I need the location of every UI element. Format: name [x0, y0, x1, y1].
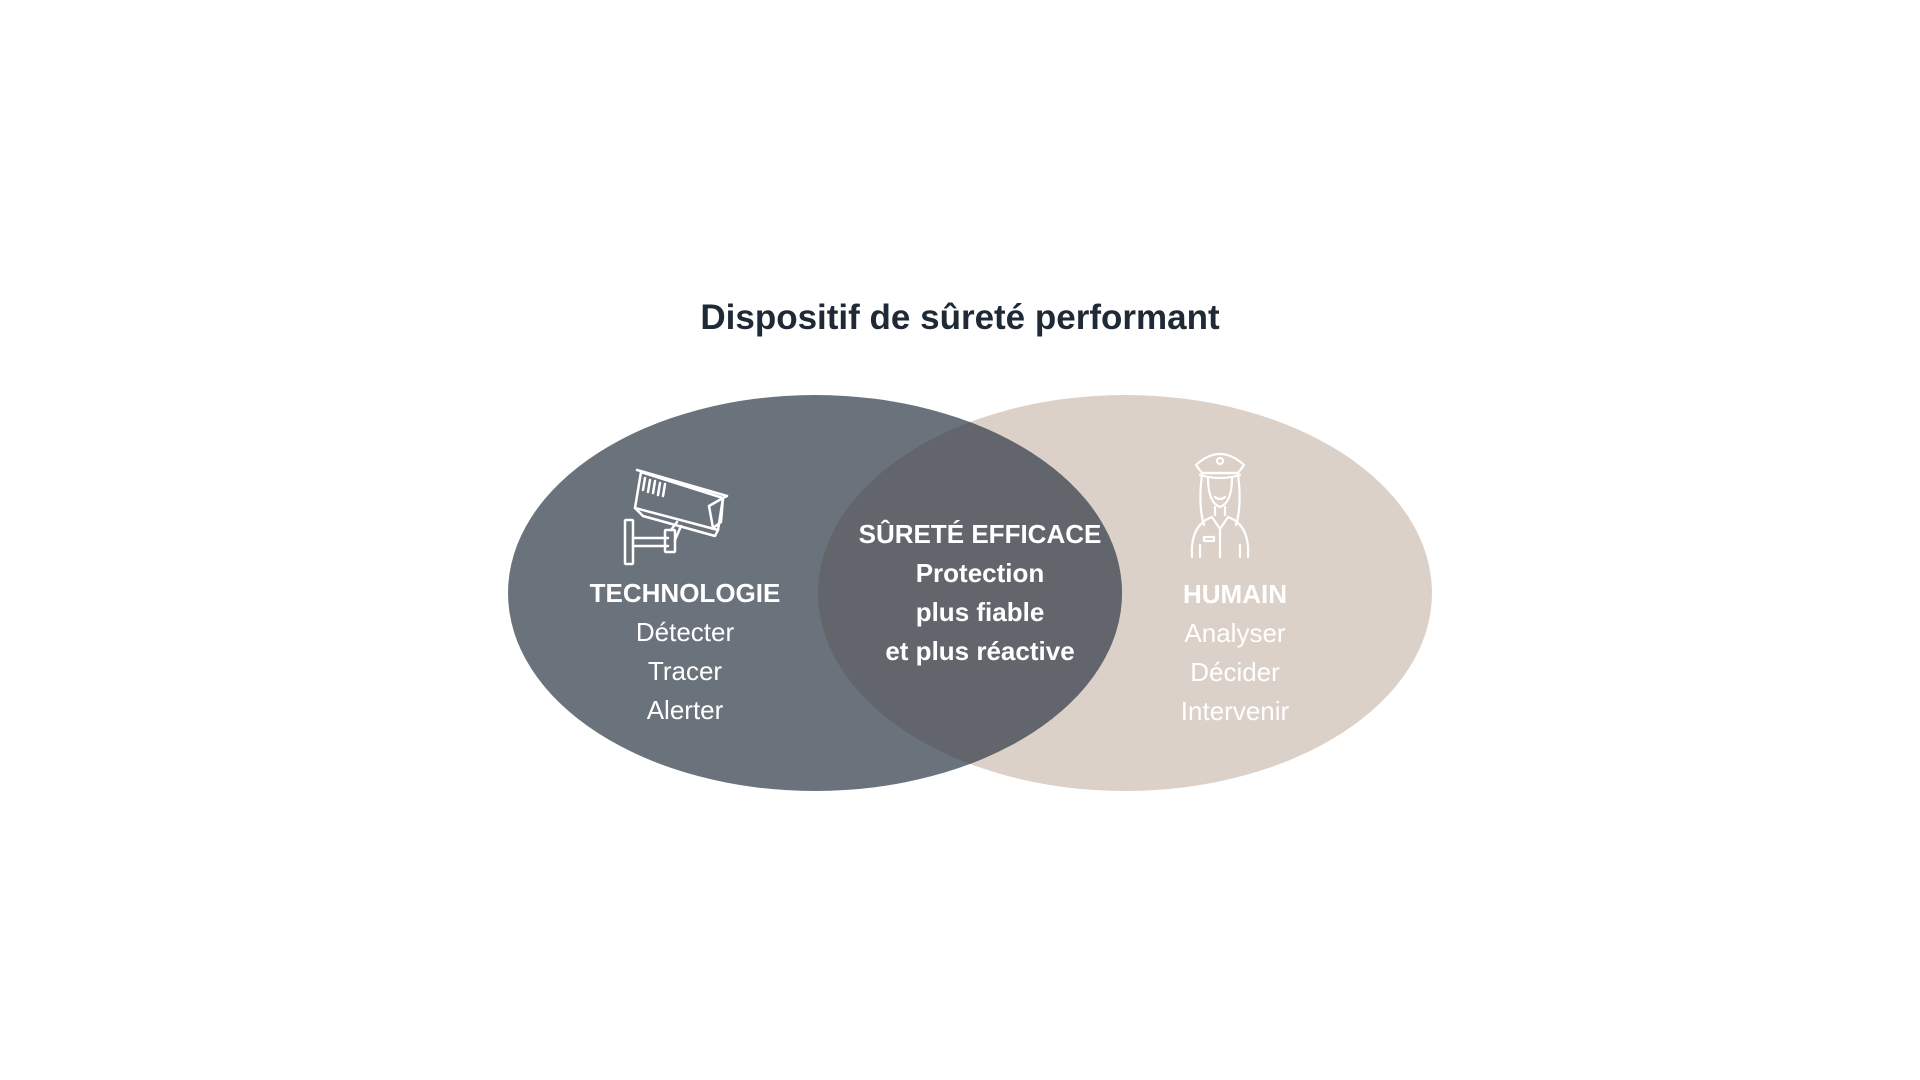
human-label-group: HUMAIN Analyser Décider Intervenir [1110, 575, 1360, 731]
technology-heading: TECHNOLOGIE [589, 578, 781, 608]
human-heading: HUMAIN [1183, 579, 1287, 609]
security-officer-icon [1190, 452, 1250, 559]
overlap-heading: SÛRETÉ EFFICACE [858, 519, 1102, 549]
overlap-line-reliable: plus fiable [915, 597, 1045, 627]
human-item-decide: Décider [1190, 657, 1280, 687]
overlap-area [818, 395, 1122, 791]
overlap-line-protection: Protection [915, 558, 1045, 588]
overlap-line-reactive: et plus réactive [885, 636, 1075, 666]
overlap-label-group: SÛRETÉ EFFICACE Protection plus fiable e… [840, 515, 1120, 671]
human-item-analyze: Analyser [1184, 618, 1286, 648]
technology-item-alert: Alerter [646, 695, 724, 725]
diagram-title: Dispositif de sûreté performant [700, 298, 1220, 337]
technology-label-group: TECHNOLOGIE Détecter Tracer Alerter [560, 574, 810, 730]
security-camera-icon [623, 468, 729, 566]
technology-item-detect: Détecter [635, 617, 735, 647]
human-item-intervene: Intervenir [1180, 696, 1290, 726]
technology-item-trace: Tracer [647, 656, 723, 686]
